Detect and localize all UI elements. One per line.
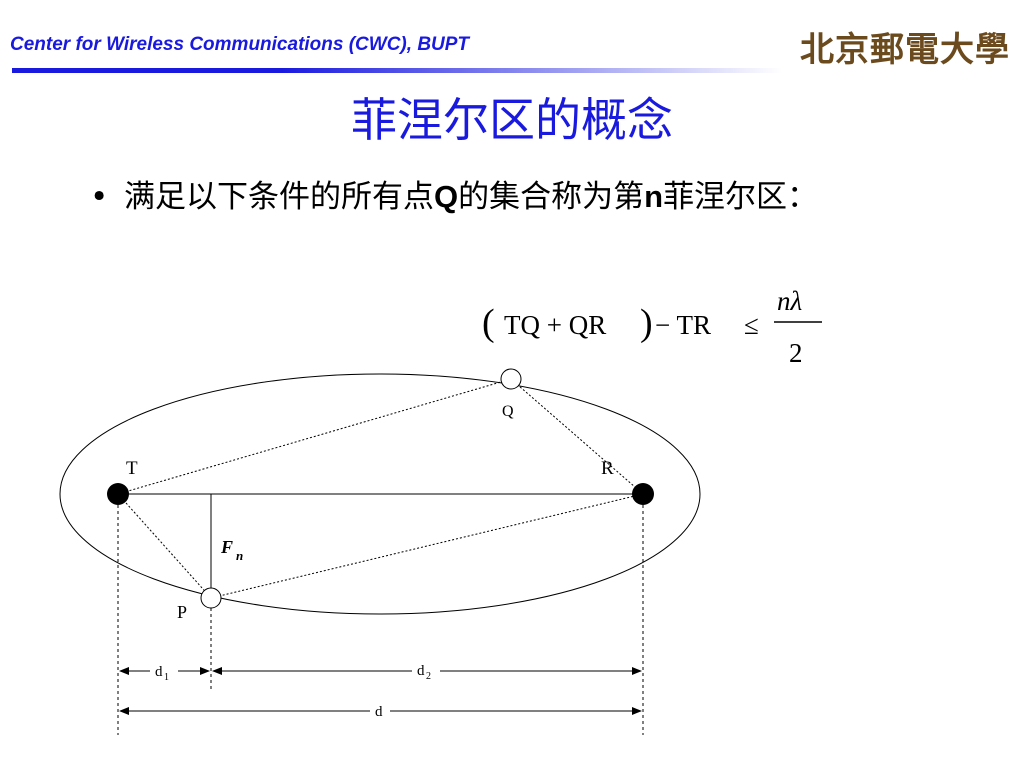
label-t: T [126, 458, 138, 479]
qr-path [510, 378, 644, 495]
university-logo: 北京郵電大學 [800, 30, 1010, 70]
header-org-name: Center for Wireless Communications (CWC)… [10, 34, 470, 55]
label-fn: F [220, 537, 233, 557]
label-d: d [375, 704, 383, 720]
label-p: P [177, 602, 187, 622]
slide-title: 菲涅尔区的概念 [351, 93, 673, 147]
bullet-text-n: n [644, 179, 664, 214]
bullet-text-q: Q [434, 179, 459, 214]
d2-arrowhead-left [212, 667, 222, 675]
point-p [200, 587, 222, 609]
pr-path [210, 493, 644, 599]
label-d1-sub: 1 [164, 672, 169, 683]
formula-numerator: nλ [777, 286, 803, 316]
label-d2-sub: 2 [426, 671, 431, 682]
bullet-marker: • [90, 179, 109, 215]
fresnel-ellipse [59, 373, 701, 615]
formula-lhs: TQ + QR [504, 310, 606, 340]
bullet-point: • 满足以下条件的所有点Q的集合称为第n菲涅尔区： [90, 174, 920, 220]
point-q [500, 368, 522, 390]
bullet-text-part3: 菲涅尔区： [663, 179, 819, 215]
bullet-text-part2: 的集合称为第 [458, 179, 645, 215]
formula-minus-tr: − TR [655, 310, 711, 340]
formula-paren-open: ( [482, 302, 495, 344]
label-d2: d [417, 663, 425, 679]
receiver-node [632, 483, 654, 505]
label-fn-sub: n [236, 548, 243, 563]
bullet-text: 满足以下条件的所有点Q的集合称为第n菲涅尔区： [124, 174, 920, 220]
formula-paren-close: ) [640, 302, 653, 344]
header-divider [12, 68, 782, 73]
transmitter-node [107, 483, 129, 505]
d1-arrowhead-left [119, 667, 129, 675]
d2-arrowhead-right [632, 667, 642, 675]
fresnel-zone-diagram: T R Q P F n d 1 d 2 d [59, 368, 701, 735]
tq-path [117, 378, 512, 495]
d-arrowhead-right [632, 707, 642, 715]
formula-relation: ≤ [744, 310, 759, 340]
fresnel-formula: ( TQ + QR ) − TR ≤ nλ 2 [482, 286, 822, 368]
label-q: Q [502, 403, 514, 420]
label-d1: d [155, 664, 163, 680]
formula-denominator: 2 [789, 338, 803, 368]
label-r: R [601, 458, 614, 479]
d1-arrowhead-right [200, 667, 210, 675]
d-arrowhead-left [119, 707, 129, 715]
bullet-text-part1: 满足以下条件的所有点 [124, 179, 434, 215]
tp-path [117, 493, 212, 599]
